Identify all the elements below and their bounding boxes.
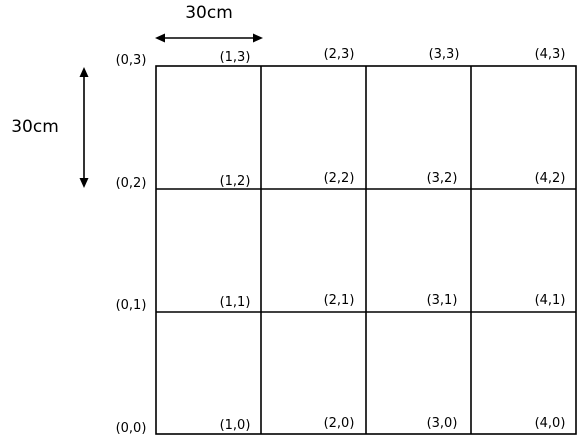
coord-label-3-0: (3,0) <box>427 416 458 431</box>
coord-label-3-2: (3,2) <box>427 171 458 186</box>
coord-label-3-1: (3,1) <box>427 293 458 308</box>
coord-label-0-1: (0,1) <box>116 298 147 313</box>
coord-label-2-1: (2,1) <box>324 293 355 308</box>
coord-label-4-0: (4,0) <box>535 416 566 431</box>
horizontal-dimension: 30cm <box>155 3 263 43</box>
vertical-dimension-label: 30cm <box>11 117 59 137</box>
coord-label-3-3: (3,3) <box>429 47 460 62</box>
vertical-arrow-bottom-head <box>79 178 89 188</box>
coord-row-2: (0,2) (1,2) (2,2) (3,2) (4,2) <box>116 171 566 191</box>
coord-row-0: (0,0) (1,0) (2,0) (3,0) (4,0) <box>116 416 566 436</box>
coord-label-0-0: (0,0) <box>116 421 147 436</box>
coord-label-0-3: (0,3) <box>116 53 147 68</box>
coord-label-1-3: (1,3) <box>220 50 251 65</box>
horizontal-arrow-right-head <box>253 33 263 43</box>
coord-label-1-0: (1,0) <box>220 418 251 433</box>
coord-row-1: (0,1) (1,1) (2,1) (3,1) (4,1) <box>116 293 566 313</box>
coord-label-1-2: (1,2) <box>220 174 251 189</box>
grid-lines <box>155 65 577 435</box>
coord-label-0-2: (0,2) <box>116 176 147 191</box>
coord-row-3: (0,3) (1,3) (2,3) (3,3) (4,3) <box>116 47 566 68</box>
horizontal-dimension-label: 30cm <box>185 3 233 23</box>
coord-label-1-1: (1,1) <box>220 295 251 310</box>
vertical-arrow-top-head <box>79 67 89 77</box>
coord-label-4-2: (4,2) <box>535 171 566 186</box>
horizontal-arrow-left-head <box>155 33 165 43</box>
coord-label-4-3: (4,3) <box>535 47 566 62</box>
coord-label-4-1: (4,1) <box>535 293 566 308</box>
coord-label-2-0: (2,0) <box>324 416 355 431</box>
coord-label-2-2: (2,2) <box>324 171 355 186</box>
vertical-dimension: 30cm <box>11 67 89 188</box>
coord-label-2-3: (2,3) <box>324 47 355 62</box>
